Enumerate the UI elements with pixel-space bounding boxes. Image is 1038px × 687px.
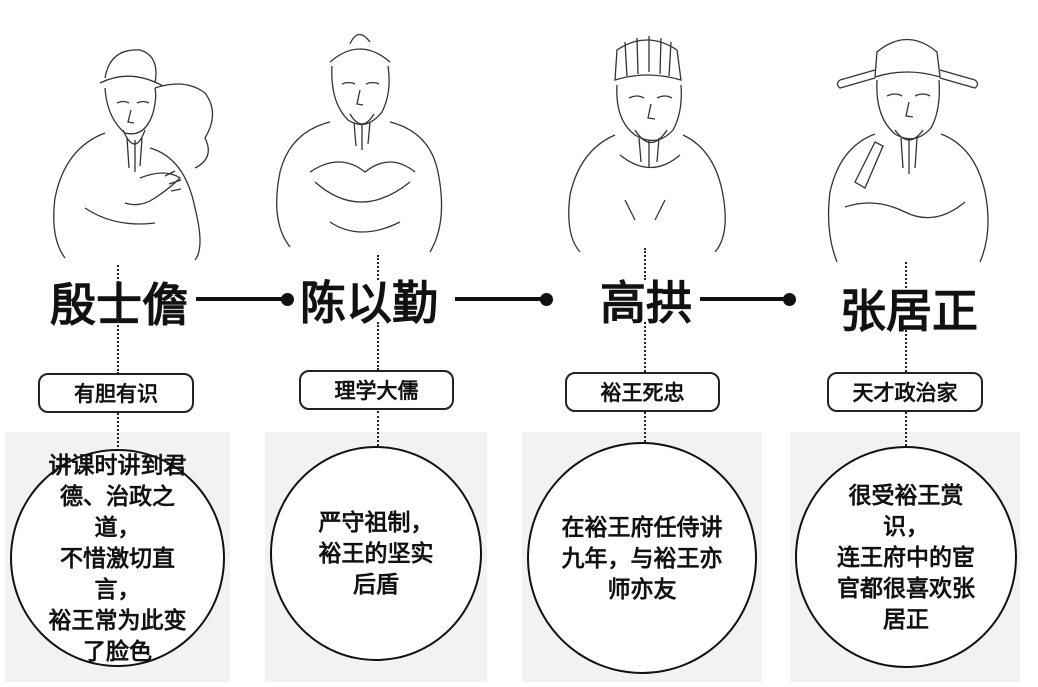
dotted-line-3c xyxy=(644,412,646,442)
figure-name-1: 殷士儋 xyxy=(50,278,188,332)
description-line: 连王府中的宦 xyxy=(837,543,975,571)
figure-tag-4: 天才政治家 xyxy=(827,372,983,412)
dotted-line-4a xyxy=(905,262,907,288)
description-line: 居正 xyxy=(883,605,929,633)
connector-line-3 xyxy=(700,297,788,301)
description-line: 严守祖制， xyxy=(318,509,434,536)
figure-name-2: 陈以勤 xyxy=(300,276,438,330)
figure-name-3: 高拱 xyxy=(600,276,692,330)
figure-tag-1: 有胆有识 xyxy=(38,373,194,413)
figure-name-4: 张居正 xyxy=(840,284,978,338)
dotted-line-4c xyxy=(905,412,907,446)
description-line: 在裕王府任侍讲 xyxy=(561,513,723,541)
dotted-line-2c xyxy=(377,411,379,446)
portrait-gao-gong xyxy=(565,30,730,255)
description-line: 师亦友 xyxy=(607,575,677,603)
description-line: 九年，与裕王亦 xyxy=(561,544,723,572)
description-line: 后盾 xyxy=(353,571,399,598)
description-circle-1: 讲课时讲到君 德、治政之道， 不惜激切直言， 裕王常为此变 了脸色 xyxy=(10,449,225,667)
description-circle-2: 严守祖制， 裕王的坚实 后盾 xyxy=(270,446,482,661)
description-line: 很受裕王赏识， xyxy=(848,481,964,540)
description-line: 讲课时讲到君 xyxy=(48,451,187,479)
figure-tag-2: 理学大儒 xyxy=(299,370,454,410)
figure-tag-3: 裕王死忠 xyxy=(565,372,720,412)
connector-dot-1 xyxy=(281,293,294,306)
portrait-chen-yiqin xyxy=(270,22,450,262)
connector-dot-2 xyxy=(540,293,553,306)
description-line: 了脸色 xyxy=(83,637,152,665)
dotted-line-1b xyxy=(117,318,119,374)
dotted-line-3b xyxy=(644,322,646,372)
dotted-line-2b xyxy=(377,322,379,370)
description-circle-3: 在裕王府任侍讲 九年，与裕王亦 师亦友 xyxy=(527,442,757,674)
description-line: 官都很喜欢张 xyxy=(837,574,975,602)
dotted-line-3a xyxy=(644,248,646,280)
connector-line-1 xyxy=(196,297,286,301)
dotted-line-2a xyxy=(377,255,379,280)
description-line: 不惜激切直言， xyxy=(60,544,175,603)
description-line: 裕王的坚实 xyxy=(318,540,434,567)
portrait-zhang-juzheng xyxy=(825,22,995,267)
dotted-line-4b xyxy=(905,330,907,372)
dotted-line-1c xyxy=(117,413,119,451)
connector-line-2 xyxy=(455,297,545,301)
description-line: 裕王常为此变 xyxy=(48,606,187,634)
connector-dot-3 xyxy=(783,293,796,306)
description-circle-4: 很受裕王赏识， 连王府中的宦 官都很喜欢张 居正 xyxy=(795,446,1017,668)
dotted-line-1a xyxy=(117,265,119,283)
portrait-yin-shidan xyxy=(45,38,220,263)
description-line: 德、治政之道， xyxy=(60,482,175,541)
